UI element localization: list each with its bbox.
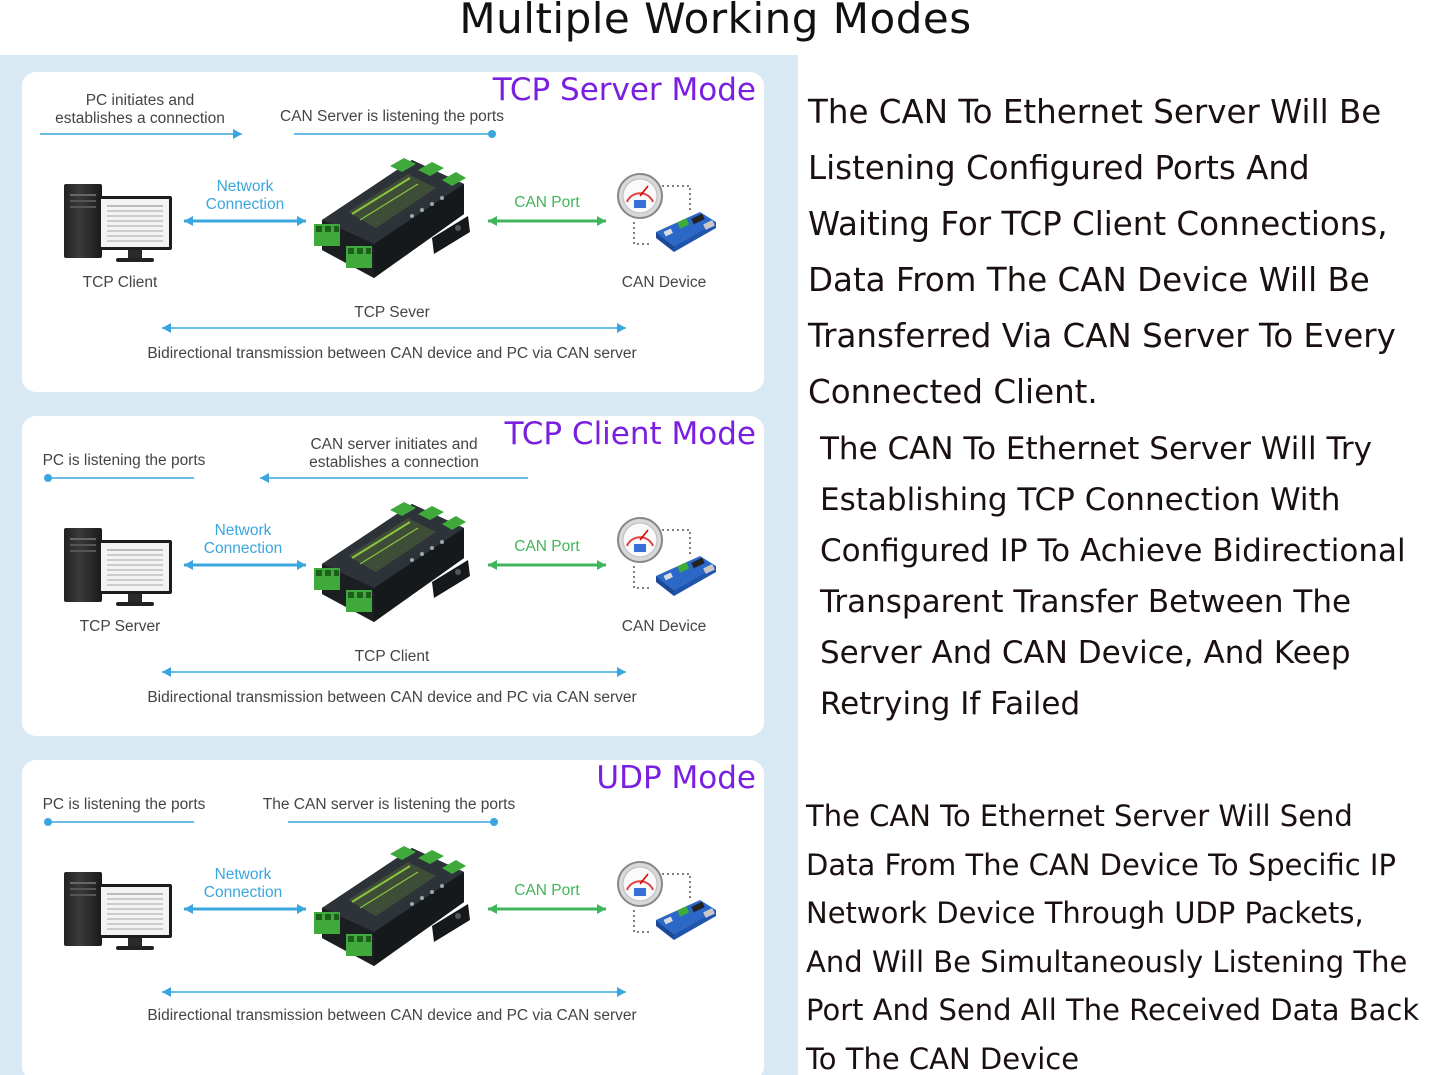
pc-computer-icon [64, 528, 174, 616]
can-device-icon [617, 861, 716, 940]
can-device-icon [617, 173, 716, 252]
can-ethernet-gateway-icon [314, 158, 470, 278]
can-device-icon [617, 517, 716, 596]
can-ethernet-gateway-icon [314, 846, 470, 966]
bottom-note: Bidirectional transmission between CAN d… [147, 689, 637, 706]
can-port-label: CAN Port [514, 194, 580, 211]
arrow-head [162, 323, 171, 333]
arrow-head [617, 667, 626, 677]
right-node-label: CAN Device [621, 274, 707, 291]
arrow-head [488, 560, 497, 570]
right-node-label: CAN Device [621, 618, 707, 635]
arrow-layer [40, 129, 626, 333]
bottom-note: Bidirectional transmission between CAN d… [147, 345, 637, 362]
mode-description-2: The CAN To Ethernet Server Will Try Esta… [820, 431, 1406, 722]
top-left-note: PC is listening the ports [42, 452, 206, 469]
arrow-endpoint-dot [488, 130, 496, 138]
arrow-head [184, 560, 193, 570]
arrow-endpoint-dot [44, 818, 52, 826]
arrow-layer [44, 473, 626, 677]
arrow-head [297, 904, 306, 914]
arrow-head [597, 560, 606, 570]
arrow-head [184, 216, 193, 226]
arrow-head [233, 129, 242, 139]
page-title: Multiple Working Modes [459, 0, 972, 43]
top-right-note: CAN Server is listening the ports [280, 108, 504, 125]
arrow-head [617, 987, 626, 997]
top-left-note: PC is listening the ports [42, 796, 206, 813]
mode-description-1: The CAN To Ethernet Server Will Be Liste… [808, 93, 1396, 411]
top-right-note: The CAN server is listening the ports [262, 796, 516, 813]
arrow-endpoint-dot [490, 818, 498, 826]
left-node-label: TCP Server [79, 618, 161, 635]
arrow-head [617, 323, 626, 333]
mode-card-2: TCP Client Mode PC is listening the port… [22, 416, 764, 736]
can-ethernet-gateway-icon [314, 502, 470, 622]
arrow-head [162, 987, 171, 997]
arrow-head [184, 904, 193, 914]
mode-title: UDP Mode [596, 760, 756, 796]
pc-computer-icon [64, 872, 174, 960]
arrow-head [297, 560, 306, 570]
arrow-head [488, 216, 497, 226]
mode-card-3: UDP Mode PC is listening the ports The C… [22, 760, 764, 1075]
mode-title: TCP Server Mode [492, 72, 756, 108]
mode-title: TCP Client Mode [504, 416, 756, 452]
arrow-head [597, 216, 606, 226]
bottom-note: Bidirectional transmission between CAN d… [147, 1007, 637, 1024]
center-node-label: TCP Sever [354, 304, 430, 321]
can-port-label: CAN Port [514, 538, 580, 555]
arrow-head [260, 473, 269, 483]
pc-computer-icon [64, 184, 174, 272]
arrow-head [297, 216, 306, 226]
arrow-head [162, 667, 171, 677]
arrow-head [488, 904, 497, 914]
can-port-label: CAN Port [514, 882, 580, 899]
mode-description-3: The CAN To Ethernet Server Will Send Dat… [806, 799, 1420, 1075]
arrow-layer [44, 818, 626, 997]
center-node-label: TCP Client [354, 648, 430, 665]
arrow-endpoint-dot [44, 474, 52, 482]
arrow-head [597, 904, 606, 914]
left-node-label: TCP Client [82, 274, 158, 291]
